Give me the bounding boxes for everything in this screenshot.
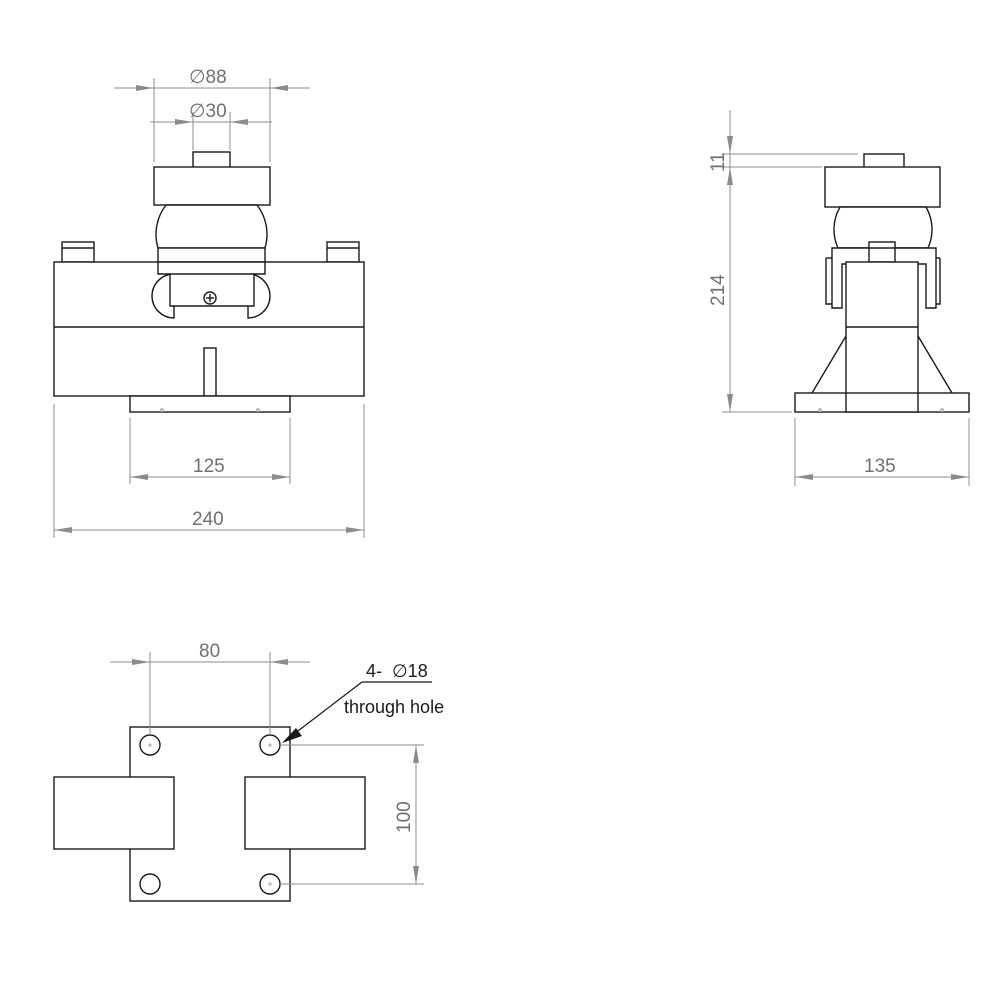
bottom-block-left bbox=[53, 776, 175, 850]
front-slot bbox=[203, 347, 217, 397]
side-view bbox=[794, 153, 970, 413]
front-top-cap bbox=[153, 166, 271, 206]
dim-hole-spacing-100: 100 bbox=[394, 801, 415, 833]
dim-diameter-88: ∅88 bbox=[189, 67, 227, 88]
dim-base-135: 135 bbox=[864, 456, 896, 477]
side-dimensions: 11 214 135 bbox=[708, 110, 970, 486]
side-column bbox=[845, 261, 919, 413]
bottom-dimensions: 80 100 4- ∅18 through hole bbox=[110, 641, 444, 885]
dim-height-214: 214 bbox=[708, 274, 729, 306]
front-bolt-left bbox=[61, 241, 95, 263]
front-view bbox=[53, 151, 365, 413]
front-top-pin bbox=[192, 151, 231, 169]
dim-hole-spacing-80: 80 bbox=[199, 641, 220, 662]
leader-arrow-icon bbox=[282, 728, 302, 743]
hole-note-diameter: ∅18 bbox=[392, 661, 428, 681]
side-base-plate bbox=[794, 392, 970, 413]
dim-cap-11: 11 bbox=[708, 152, 729, 172]
side-top-cap bbox=[824, 166, 941, 208]
bottom-block-right bbox=[244, 776, 366, 850]
dim-base-125: 125 bbox=[193, 456, 225, 477]
front-bolt-right bbox=[326, 241, 360, 263]
through-hole-bottom-left bbox=[139, 873, 161, 895]
front-roller-left bbox=[151, 273, 175, 319]
bottom-view bbox=[53, 726, 366, 902]
side-top-block bbox=[868, 241, 896, 263]
side-top-pin bbox=[863, 153, 905, 169]
front-dimensions: ∅88 ∅30 125 240 bbox=[53, 67, 365, 538]
dim-overall-240: 240 bbox=[192, 509, 224, 530]
hole-note-count: 4- bbox=[366, 661, 382, 681]
screw-icon bbox=[203, 291, 217, 305]
front-bracket bbox=[157, 261, 266, 307]
dim-diameter-30: ∅30 bbox=[189, 101, 227, 122]
hole-note-description: through hole bbox=[344, 697, 444, 717]
front-base-plate bbox=[129, 395, 291, 413]
front-ball bbox=[155, 204, 268, 249]
front-bracket-top bbox=[157, 247, 266, 263]
